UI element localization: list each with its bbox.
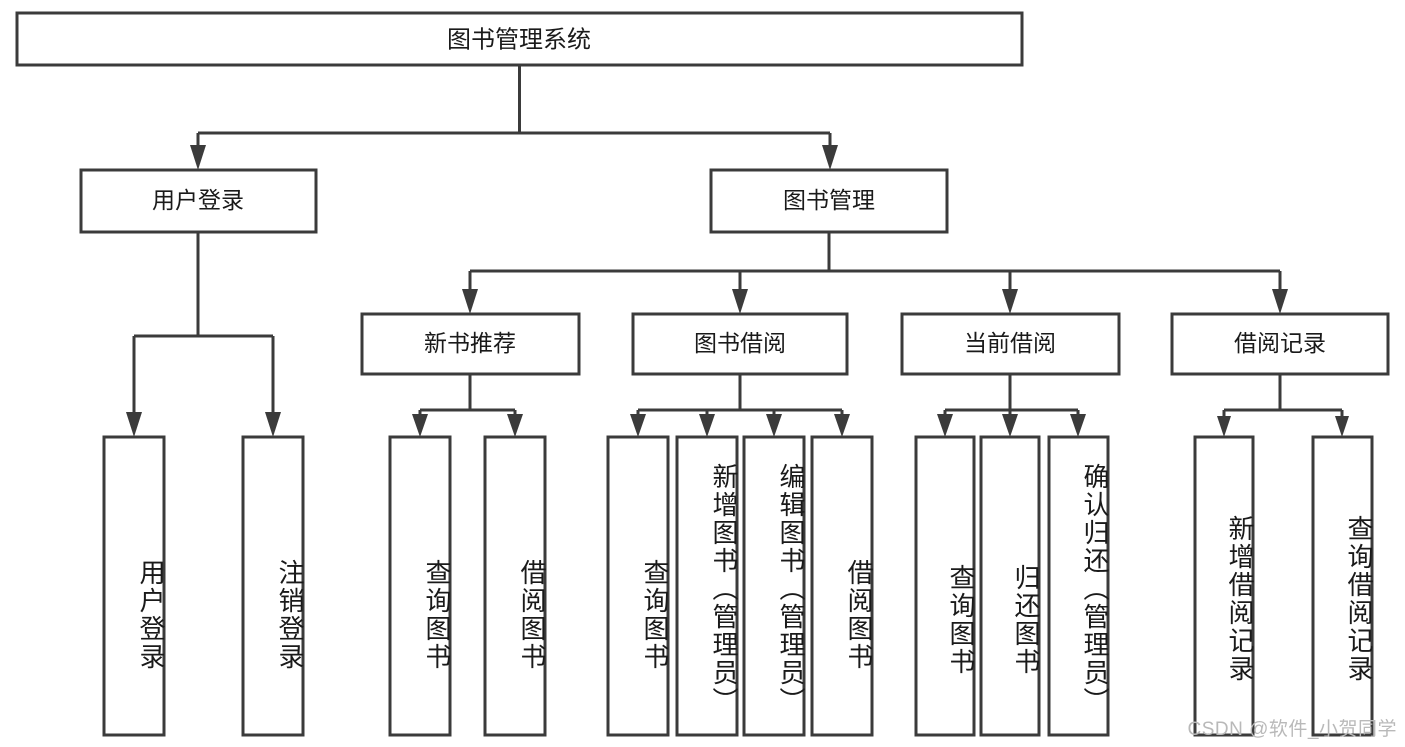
leaf-box-bianjitushu[interactable] — [742, 435, 806, 737]
node-root-box[interactable] — [15, 11, 1024, 67]
node-root-label: 图书管理系统 — [447, 26, 591, 53]
leaf-boxes — [102, 435, 1374, 737]
connector-xinshutuijian-to-leaves — [412, 374, 523, 437]
connector-dangqianjieyue-to-leaves — [937, 374, 1086, 437]
leaf-box-guihuantushu[interactable] — [979, 435, 1041, 737]
leaf-box-querenguihuan[interactable] — [1047, 435, 1110, 737]
leaf-box-chaxuntushu-dangqian[interactable] — [914, 435, 976, 737]
node-yonghudenglu-label: 用户登录 — [152, 187, 244, 213]
leaf-box-xinzengjieyuejilu[interactable] — [1193, 435, 1255, 737]
node-jieyuejilu[interactable]: 借阅记录 — [1170, 312, 1390, 376]
leaf-box-jieyuetushu[interactable] — [810, 435, 874, 737]
node-xinshutuijian-label: 新书推荐 — [424, 330, 516, 356]
node-tushuguanli[interactable]: 图书管理 — [709, 168, 949, 234]
node-tushuguanli-box[interactable] — [709, 168, 949, 234]
connector-tushuguanli-to-level3 — [462, 232, 1288, 314]
leaf-box-zhuxiaodenglu[interactable] — [241, 435, 305, 737]
node-dangqianjieyue[interactable]: 当前借阅 — [900, 312, 1121, 376]
watermark-text: CSDN @软件_小贺同学 — [1187, 719, 1397, 740]
node-xinshutuijian-box[interactable] — [360, 312, 581, 376]
node-root[interactable]: 图书管理系统 — [15, 11, 1024, 67]
leaf-box-yonghudenglu[interactable] — [102, 435, 166, 737]
node-tushujieyue[interactable]: 图书借阅 — [631, 312, 849, 376]
connector-tushujieyue-to-leaves — [630, 374, 850, 437]
node-xinshutuijian[interactable]: 新书推荐 — [360, 312, 581, 376]
node-yonghudenglu-box[interactable] — [79, 168, 318, 234]
leaf-box-jieyuetushu-xinshu[interactable] — [483, 435, 547, 737]
leaf-box-chaxuntushu-jieyue[interactable] — [606, 435, 670, 737]
leaf-box-chaxunjieyuejilu[interactable] — [1311, 435, 1374, 737]
node-dangqianjieyue-box[interactable] — [900, 312, 1121, 376]
node-tushujieyue-label: 图书借阅 — [694, 330, 786, 356]
node-dangqianjieyue-label: 当前借阅 — [964, 330, 1056, 356]
node-tushuguanli-label: 图书管理 — [783, 187, 875, 213]
node-tushujieyue-box[interactable] — [631, 312, 849, 376]
connector-jieyuejilu-to-leaves — [1217, 374, 1349, 437]
node-jieyuejilu-box[interactable] — [1170, 312, 1390, 376]
leaf-box-chaxuntushu-xinshu[interactable] — [388, 435, 452, 737]
node-jieyuejilu-label: 借阅记录 — [1234, 330, 1326, 356]
leaf-box-xinzengtushu[interactable] — [675, 435, 739, 737]
connector-yonghudenglu-to-leaves — [126, 232, 281, 437]
node-yonghudenglu[interactable]: 用户登录 — [79, 168, 318, 234]
connector-root-to-level2 — [190, 65, 838, 170]
